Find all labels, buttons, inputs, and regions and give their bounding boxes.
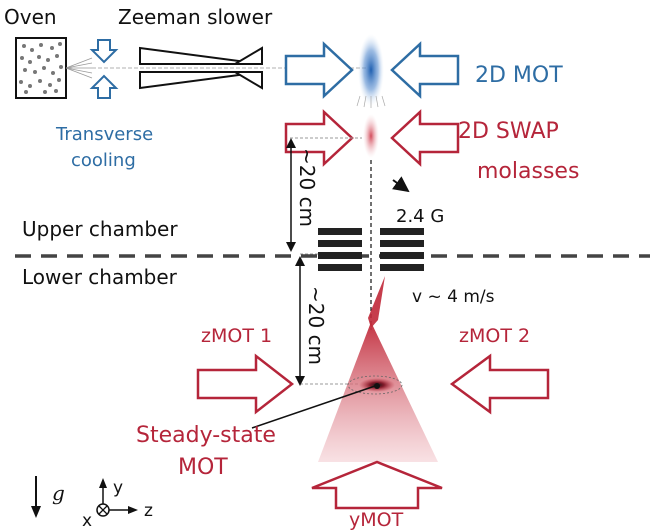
field-arrow <box>391 176 410 193</box>
ss-mot-leader <box>251 385 376 429</box>
swap-arrow-left <box>284 109 354 167</box>
lower-chamber-label: Lower chamber <box>22 265 178 289</box>
axis-z-label: z <box>144 501 153 521</box>
dist-lower-head-top <box>295 256 305 266</box>
zmot1-label: zMOT 1 <box>201 325 272 347</box>
zeeman-label: Zeeman slower <box>118 5 273 29</box>
dist-upper-head-bottom <box>286 242 296 252</box>
mot2d-label: 2D MOT <box>475 63 563 88</box>
velocity-label: v ~ 4 m/s <box>412 287 495 307</box>
mot2d-arrow-left <box>284 41 354 99</box>
gravity-label: g <box>52 481 65 505</box>
coil-right <box>380 228 424 271</box>
dist-upper-head-top <box>286 138 296 148</box>
axis-y-head <box>99 478 107 488</box>
ymot-label: yMOT <box>349 509 404 530</box>
transverse-arrow-down <box>89 39 119 64</box>
swap-label-1: 2D SWAP <box>458 119 559 144</box>
gravity-arrow-head <box>31 506 41 518</box>
upper-chamber-label: Upper chamber <box>22 217 178 241</box>
oven-label: Oven <box>4 5 57 29</box>
axis-z-head <box>128 506 138 514</box>
coil-left <box>318 228 362 271</box>
swap-label-2: molasses <box>477 159 579 184</box>
axis-y-label: y <box>113 478 123 498</box>
swap-cloud <box>363 114 379 158</box>
zeeman-slower-bottom-end <box>231 71 263 90</box>
transverse-label-2: cooling <box>71 150 136 171</box>
zeeman-slower-top <box>139 46 263 65</box>
mot2d-push-lines <box>356 95 386 108</box>
mot2d-cloud <box>358 34 384 106</box>
transverse-arrow-up <box>89 74 119 99</box>
axis-x-cross <box>98 505 108 515</box>
ss-mot-label-2: MOT <box>178 455 228 480</box>
swap-arrow-right <box>390 109 460 167</box>
mot-core-outline <box>347 375 403 395</box>
oven-atoms <box>19 42 63 94</box>
dist-lower-label: ~20 cm <box>304 286 328 365</box>
ss-mot-label-1: Steady-state <box>136 423 276 448</box>
ss-mot-dot <box>374 383 380 389</box>
zmot1-arrow <box>196 353 295 415</box>
zmot2-label: zMOT 2 <box>459 325 530 347</box>
ymot-arrow <box>311 460 443 510</box>
light-cone <box>318 322 438 462</box>
transverse-label-1: Transverse <box>55 124 153 145</box>
falling-beam <box>368 276 385 328</box>
field-label: 2.4 G <box>396 206 444 227</box>
zeeman-slower-top-end <box>231 46 263 65</box>
zeeman-slower-bottom <box>139 71 263 90</box>
dist-lower-head-bottom <box>295 376 305 386</box>
axis-x-label: x <box>82 511 92 530</box>
oven-box <box>15 37 67 99</box>
dist-upper-label: ~20 cm <box>295 148 319 227</box>
zmot2-arrow <box>449 353 550 415</box>
mot2d-arrow-right <box>390 41 460 99</box>
